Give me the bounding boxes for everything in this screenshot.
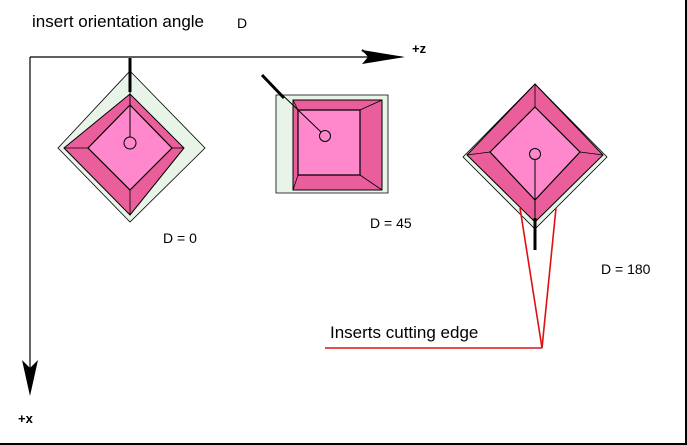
- insert-d180-edge-line: [466, 151, 491, 156]
- insert-d45-edge-line: [359, 99, 383, 111]
- axes: [22, 49, 405, 396]
- insert-d45-edge-line: [359, 174, 383, 191]
- x-axis-arrowhead: [22, 360, 38, 396]
- insert-d180-label: D = 180: [601, 261, 651, 277]
- insert-d180: [462, 83, 608, 250]
- callout-leader-right: [541, 207, 557, 349]
- insert-d45-label: D = 45: [370, 215, 412, 231]
- insert-d45-edge-line: [292, 99, 299, 111]
- z-axis-arrow-barb: [361, 49, 373, 58]
- insert-d45-face: [297, 109, 361, 176]
- insert-d45: [260, 73, 389, 194]
- z-axis-label: +z: [412, 41, 427, 56]
- insert-d180-edge-line: [579, 151, 604, 156]
- x-axis-label: +x: [18, 411, 33, 426]
- cutting-edge-callout: [325, 207, 557, 349]
- insert-d45-orientation-tick: [260, 73, 286, 100]
- z-axis-arrowhead: [362, 50, 405, 64]
- callout-leader-left: [519, 207, 543, 349]
- insert-d180-center-hole: [529, 148, 541, 160]
- insert-d45-center-hole: [319, 130, 331, 142]
- title-symbol: D: [237, 15, 248, 31]
- insert-d0-label: D = 0: [163, 230, 197, 246]
- diagram-title: insert orientation angle: [32, 12, 205, 31]
- insert-d0: [57, 58, 206, 223]
- insert-d45-edge-line: [292, 174, 299, 191]
- cutting-edge-label: Inserts cutting edge: [330, 323, 479, 342]
